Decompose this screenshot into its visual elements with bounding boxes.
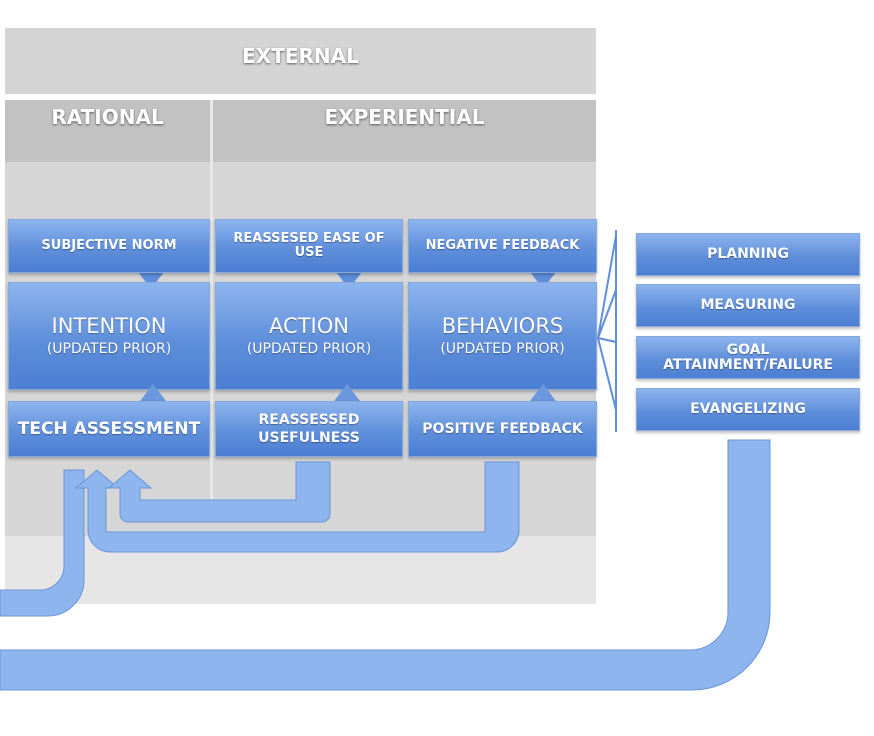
external-header: EXTERNAL [242,44,359,68]
subjective-norm-label: SUBJECTIVE NORM [41,238,177,253]
intention-sub: (UPDATED PRIOR) [46,340,172,357]
measuring-box: MEASURING [636,284,860,327]
evangelizing-feedback-arrow [0,439,771,691]
negative-feedback-label: NEGATIVE FEEDBACK [425,238,580,253]
rational-header: RATIONAL [51,105,164,129]
measuring-label: MEASURING [700,297,796,313]
positive-feedback-label: POSITIVE FEEDBACK [422,421,583,437]
subjective-norm-pointer [138,272,164,289]
positive-feedback-box: POSITIVE FEEDBACK [408,401,597,457]
left-exit-arrow [0,469,85,617]
external-band [5,28,596,94]
right-bracket-lines [597,230,617,432]
negative-feedback-box: NEGATIVE FEEDBACK [408,219,597,273]
planning-box: PLANNING [636,233,860,276]
action-sub: (UPDATED PRIOR) [246,340,372,357]
column-divider [210,100,213,500]
reassessed-ease-box: REASSESED EASE OF USE [215,219,403,273]
positive-feedback-pointer [530,384,556,401]
reassessed-usefulness-box: REASSESSED USEFULNESS [215,401,403,457]
intention-box: INTENTION (UPDATED PRIOR) [8,282,210,390]
subjective-norm-box: SUBJECTIVE NORM [8,219,210,273]
positive-feedback-loop-arrow [74,461,520,553]
intention-title: INTENTION [51,313,167,338]
evangelizing-box: EVANGELIZING [636,388,860,431]
column-header-band [5,100,596,162]
tech-assessment-label: TECH ASSESSMENT [17,419,201,439]
usefulness-pointer [334,384,360,401]
behaviors-title: BEHAVIORS [441,313,564,338]
action-title: ACTION [269,313,349,338]
goal-label: GOAL ATTAINMENT/FAILURE [663,341,833,373]
evangelizing-label: EVANGELIZING [690,401,806,417]
reassessed-ease-label: REASSESED EASE OF USE [233,231,385,260]
negative-feedback-pointer [530,272,556,289]
usefulness-loop-arrow [107,461,331,523]
tech-assessment-pointer [140,384,166,401]
tech-assessment-box: TECH ASSESSMENT [8,401,210,457]
experiential-header: EXPERIENTIAL [324,105,485,129]
ease-of-use-pointer [336,272,362,289]
reassessed-usefulness-label: REASSESSED USEFULNESS [258,412,360,446]
planning-label: PLANNING [707,246,789,262]
action-box: ACTION (UPDATED PRIOR) [215,282,403,390]
behaviors-sub: (UPDATED PRIOR) [440,340,565,357]
behaviors-box: BEHAVIORS (UPDATED PRIOR) [408,282,597,390]
goal-box: GOAL ATTAINMENT/FAILURE [636,336,860,379]
